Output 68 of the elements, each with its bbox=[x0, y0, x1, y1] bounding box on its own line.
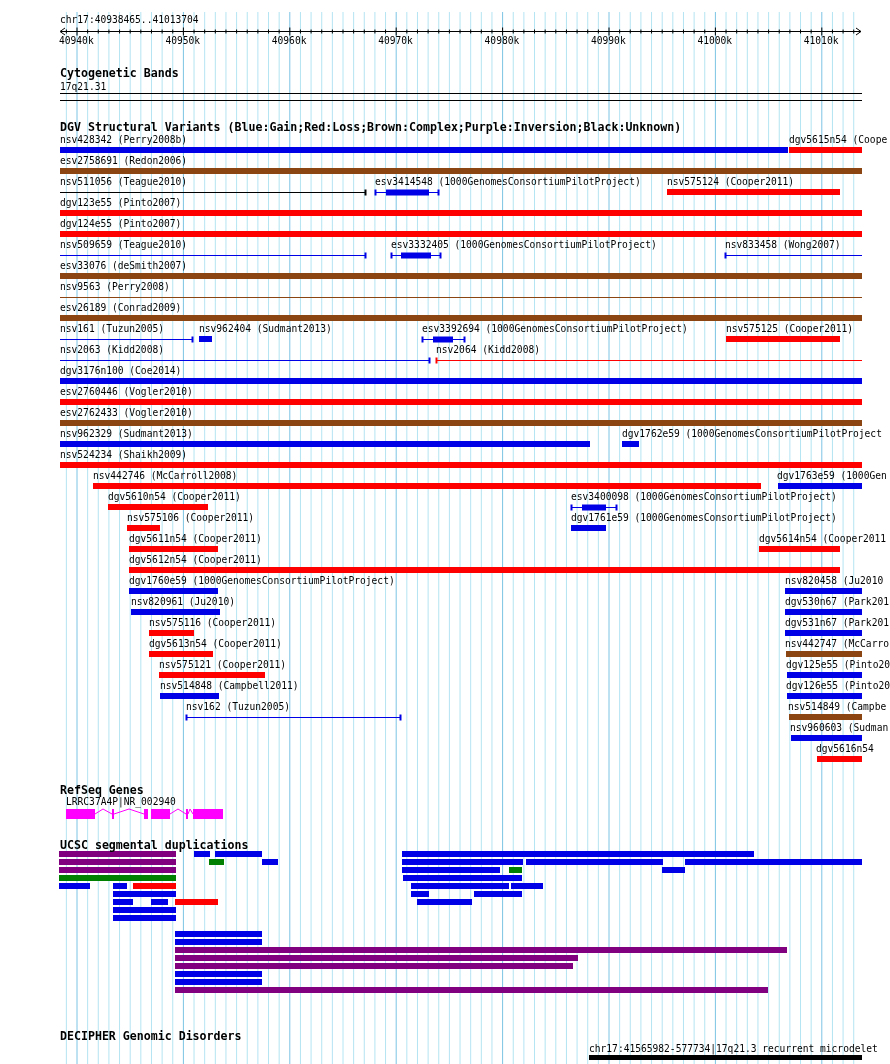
track-title: Cytogenetic Bands bbox=[60, 67, 179, 80]
variant-label: dgv1761e59 (1000GenomesConsortiumPilotProject) bbox=[571, 512, 837, 523]
variant-label: nsv9563 (Perry2008) bbox=[60, 281, 170, 292]
tick-label: 41000k bbox=[697, 35, 733, 46]
variant-label: nsv2064 (Kidd2008) bbox=[436, 344, 540, 355]
variant-label: nsv575106 (Cooper2011) bbox=[127, 512, 255, 523]
disorder-label: chr17:41565982-577734|17q21.3 recurrent microdelet bbox=[589, 1043, 878, 1054]
variant-label: dgv5616n54 bbox=[816, 743, 874, 754]
variant-label: nsv509659 (Teague2010) bbox=[60, 239, 188, 250]
variant-label: esv3400098 (1000GenomesConsortiumPilotProject) bbox=[571, 491, 837, 502]
variant-label: dgv1760e59 (1000GenomesConsortiumPilotProject) bbox=[129, 575, 395, 586]
variant-label: nsv575125 (Cooper2011) bbox=[726, 323, 854, 334]
tick-label: 40960k bbox=[271, 35, 307, 46]
variant-label: nsv442746 (McCarroll2008) bbox=[93, 470, 238, 481]
variant-label: dgv1763e59 (1000Gen bbox=[777, 470, 887, 481]
tick-label: 40950k bbox=[165, 35, 201, 46]
track-title: UCSC segmental duplications bbox=[60, 839, 249, 852]
variant-label: esv3392694 (1000GenomesConsortiumPilotProject) bbox=[422, 323, 688, 334]
variant-label: esv2758691 (Redon2006) bbox=[60, 155, 188, 166]
tick-label: 40980k bbox=[484, 35, 520, 46]
variant-label: nsv162 (Tuzun2005) bbox=[186, 701, 290, 712]
band-label: 17q21.31 bbox=[60, 81, 107, 92]
variant-label: esv2762433 (Vogler2010) bbox=[60, 407, 193, 418]
track-title: DGV Structural Variants (Blue:Gain;Red:Loss;Brown:Complex;Purple:Inversion;Black:Unknown) bbox=[60, 121, 682, 134]
variant-label: dgv123e55 (Pinto2007) bbox=[60, 197, 182, 208]
tick-label: 40990k bbox=[591, 35, 626, 46]
variant-label: nsv820961 (Ju2010) bbox=[131, 596, 235, 607]
variant-label: nsv2063 (Kidd2008) bbox=[60, 344, 164, 355]
variant-label: dgv5611n54 (Cooper2011) bbox=[129, 533, 262, 544]
ruler-label: chr17:40938465..41013704 bbox=[60, 14, 199, 25]
variant-label: nsv833458 (Wong2007) bbox=[725, 239, 841, 250]
variant-label: esv3414548 (1000GenomesConsortiumPilotProject) bbox=[375, 176, 641, 187]
variant-label: dgv5612n54 (Cooper2011) bbox=[129, 554, 262, 565]
variant-label: dgv5613n54 (Cooper2011) bbox=[149, 638, 282, 649]
variant-label: nsv820458 (Ju2010 bbox=[785, 575, 884, 586]
variant-label: dgv530n67 (Park201 bbox=[785, 596, 889, 607]
track-title: RefSeq Genes bbox=[60, 784, 144, 797]
tick-label: 41010k bbox=[803, 35, 839, 46]
variant-label: nsv524234 (Shaikh2009) bbox=[60, 449, 188, 460]
tick-label: 40940k bbox=[59, 35, 94, 46]
gene-label: LRRC37A4P|NR_002940 bbox=[66, 796, 176, 807]
variant-label: nsv962404 (Sudmant2013) bbox=[199, 323, 332, 334]
variant-label: dgv3176n100 (Coe2014) bbox=[60, 365, 182, 376]
variant-label: nsv575121 (Cooper2011) bbox=[159, 659, 287, 670]
variant-label: esv26189 (Conrad2009) bbox=[60, 302, 182, 313]
variant-label: dgv126e55 (Pinto20 bbox=[786, 680, 890, 691]
variant-label: nsv428342 (Perry2008b) bbox=[60, 134, 188, 145]
variant-label: esv33076 (deSmith2007) bbox=[60, 260, 188, 271]
variant-label: nsv442747 (McCarro bbox=[785, 638, 889, 649]
variant-label: esv2760446 (Vogler2010) bbox=[60, 386, 193, 397]
variant-label: dgv5615n54 (Coope bbox=[789, 134, 888, 145]
variant-label: dgv5614n54 (Cooper2011 bbox=[759, 533, 887, 544]
variant-label: dgv5610n54 (Cooper2011) bbox=[108, 491, 241, 502]
variant-label: nsv161 (Tuzun2005) bbox=[60, 323, 164, 334]
variant-label: nsv960603 (Sudman bbox=[790, 722, 889, 733]
variant-label: nsv575124 (Cooper2011) bbox=[667, 176, 795, 187]
variant-label: nsv575116 (Cooper2011) bbox=[149, 617, 277, 628]
variant-label: nsv514849 (Campbe bbox=[788, 701, 887, 712]
variant-label: dgv125e55 (Pinto20 bbox=[786, 659, 890, 670]
tick-label: 40970k bbox=[378, 35, 413, 46]
variant-label: esv3332405 (1000GenomesConsortiumPilotProject) bbox=[391, 239, 657, 250]
variant-label: dgv124e55 (Pinto2007) bbox=[60, 218, 182, 229]
variant-label: nsv962329 (Sudmant2013) bbox=[60, 428, 193, 439]
variant-label: dgv531n67 (Park201 bbox=[785, 617, 889, 628]
variant-label: nsv511056 (Teague2010) bbox=[60, 176, 188, 187]
track-title: DECIPHER Genomic Disorders bbox=[60, 1030, 242, 1043]
variant-label: nsv514848 (Campbell2011) bbox=[160, 680, 299, 691]
variant-label: dgv1762e59 (1000GenomesConsortiumPilotProject bbox=[622, 428, 882, 439]
